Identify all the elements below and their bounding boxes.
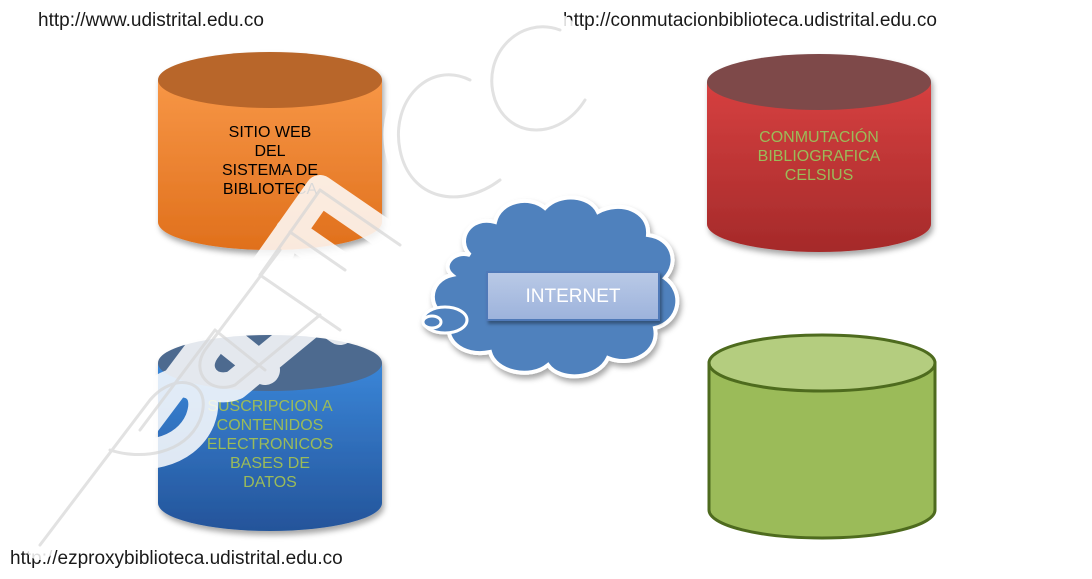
cylinder-celsius (707, 54, 931, 252)
url-top-right[interactable]: http://conmutacionbiblioteca.udistrital.… (563, 10, 937, 31)
cylinder-website-label: SITIO WEB DEL SISTEMA DE BIBLIOTECA (180, 123, 360, 199)
cylinder-website-line: BIBLIOTECA (222, 181, 318, 198)
cylinder-subscription-label: SUSCRIPCION A CONTENIDOS ELECTRONICOS BASES… (180, 397, 360, 504)
cylinder-subscription-line: ELECTRONICOS (206, 436, 334, 453)
cylinder-subscription-line: SUSCRIPCION A (207, 398, 333, 415)
cylinder-website-line: SITIO WEB (228, 124, 312, 141)
cylinder-empty (707, 333, 937, 540)
cylinder-celsius-line: CELSIUS (784, 167, 854, 184)
cylinder-website-line: SISTEMA DE (221, 162, 319, 179)
internet-label: INTERNET (486, 271, 660, 321)
cylinder-celsius-line: CONMUTACIÓN (759, 129, 879, 146)
cylinder-celsius-label: CONMUTACIÓN BIBLIOGRAFICA CELSIUS (729, 128, 909, 185)
cylinder-celsius-line: BIBLIOGRAFICA (757, 148, 881, 165)
cylinder-subscription-line: BASES DE (229, 455, 311, 472)
url-top-left[interactable]: http://www.udistrital.edu.co (38, 10, 264, 31)
cylinder-subscription-line: DATOS (243, 474, 297, 491)
cylinder-subscription-line: CONTENIDOS (216, 417, 324, 434)
cylinder-website-line: DEL (254, 143, 286, 160)
